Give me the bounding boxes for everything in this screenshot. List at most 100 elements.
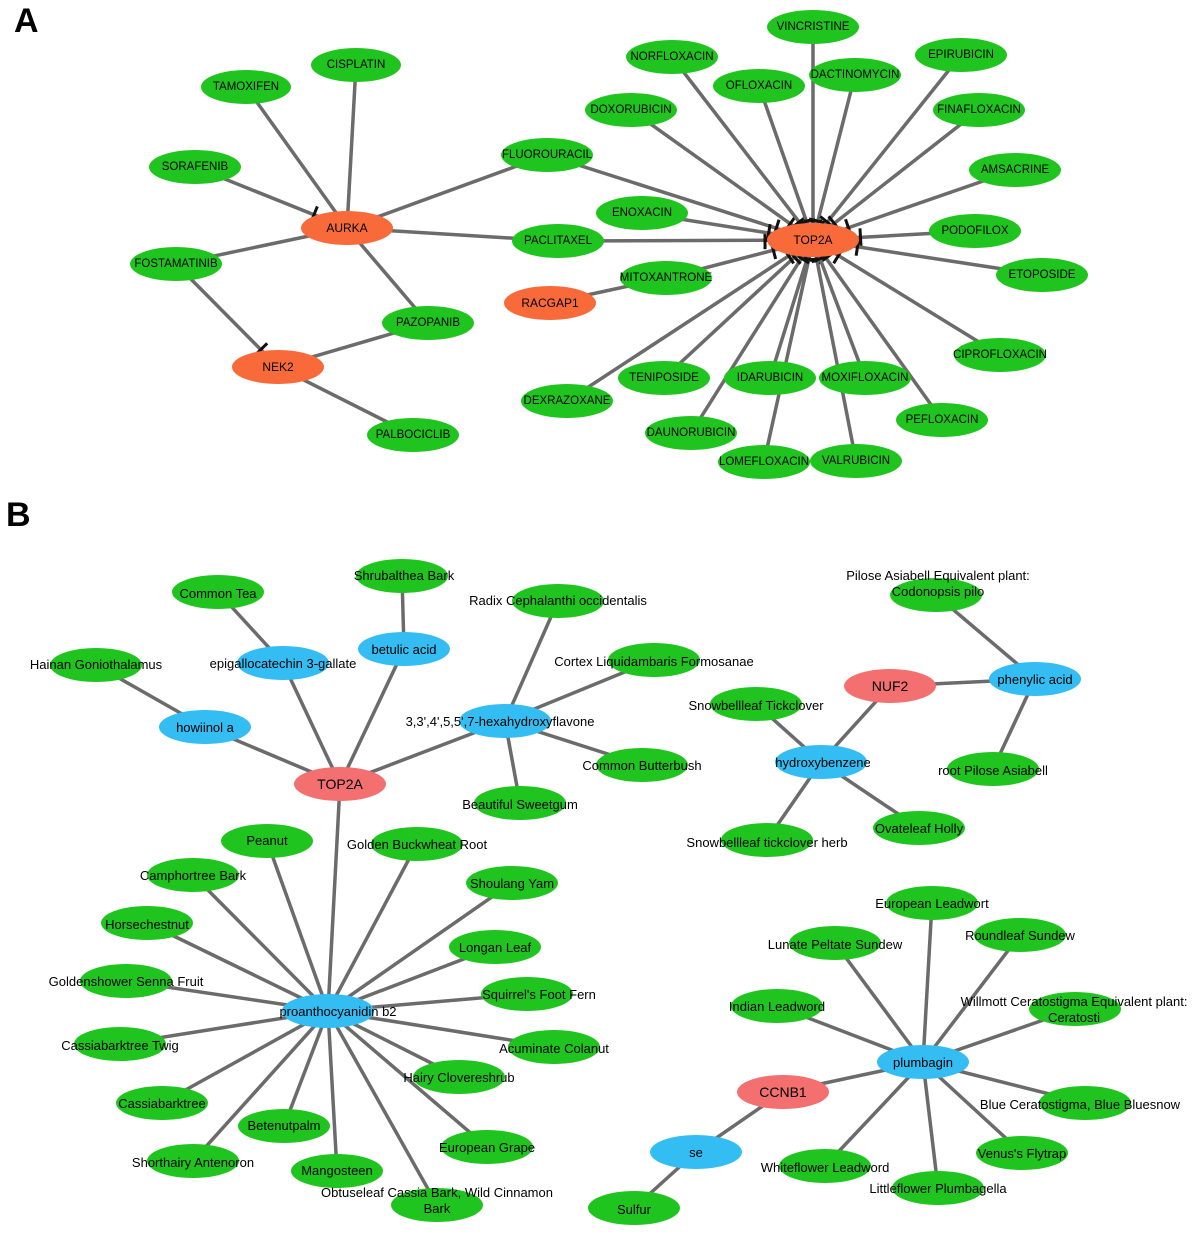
panel-b-node-label-betulic-acid: betulic acid — [371, 642, 436, 657]
panel-b-node-cortex-liquidambaris: Cortex Liquidambaris Formosanae — [554, 643, 753, 677]
panel-a-node-label-epirubicin: EPIRUBICIN — [928, 49, 994, 61]
panel-a-node-lomefloxacin: LOMEFLOXACIN — [718, 445, 810, 479]
panel-a-node-label-finafloxacin: FINAFLOXACIN — [937, 104, 1021, 116]
panel-b-node-label-venus: Venus's Flytrap — [978, 1146, 1066, 1161]
panel-b-node-label-hainan: Hainan Goniothalamus — [30, 657, 163, 672]
panel-a-edge-valrubicin-top2a — [813, 240, 856, 461]
panel-b-node-label-cortex-liquidambaris: Cortex Liquidambaris Formosanae — [554, 654, 753, 669]
panel-b-node-label-sulfur: Sulfur — [617, 1202, 652, 1217]
panel-a-node-label-racgap1: RACGAP1 — [521, 296, 579, 310]
panel-a-node-label-enoxacin: ENOXACIN — [612, 207, 672, 219]
panel-a-node-enoxacin: ENOXACIN — [596, 196, 688, 230]
panel-b-node-lunate: Lunate Peltate Sundew — [768, 926, 903, 960]
panel-b-node-roundleaf: Roundleaf Sundew — [965, 918, 1075, 952]
panel-b-node-ccnb1: CCNB1 — [737, 1075, 829, 1109]
panel-b-node-cassiabark-twig: Cassiabarktree Twig — [61, 1027, 179, 1061]
panel-b-edge-egcg-top2a — [283, 663, 340, 784]
panel-b-node-label-squirrel: Squirrel's Foot Fern — [482, 987, 596, 1002]
panel-a-node-label-mitoxantrone: MITOXANTRONE — [620, 272, 713, 284]
panel-a-node-doxorubicin: DOXORUBICIN — [585, 93, 677, 127]
panel-b-node-nuf2: NUF2 — [844, 669, 936, 703]
panel-b-node-label-peanut: Peanut — [246, 833, 288, 848]
panel-a-node-fluorouracil: FLUOROURACIL — [501, 138, 593, 172]
panel-b-node-label-common-butterbush: Common Butterbush — [582, 758, 701, 773]
panel-b-node-label-common-tea: Common Tea — [179, 586, 257, 601]
panel-a-node-moxifloxacin: MOXIFLOXACIN — [819, 361, 911, 395]
panel-b-node-goldenshower: Goldenshower Senna Fruit — [49, 964, 204, 998]
panel-b-node-willmott: Willmott Ceratostigma Equivalent plant:C… — [961, 992, 1188, 1026]
panel-a-node-label-doxorubicin: DOXORUBICIN — [590, 104, 671, 116]
panel-a-node-label-cisplatin: CISPLATIN — [327, 59, 386, 71]
panel-a-node-norfloxacin: NORFLOXACIN — [626, 40, 718, 74]
panel-a-node-pazopanib: PAZOPANIB — [382, 306, 474, 340]
panel-a-node-label-vincristine: VINCRISTINE — [777, 21, 850, 33]
panel-a-node-label-teniposide: TENIPOSIDE — [629, 372, 699, 384]
panel-b-node-label-cassiabarktree: Cassiabarktree — [118, 1096, 205, 1111]
panel-a-node-vincristine: VINCRISTINE — [767, 10, 859, 44]
panel-b-node-top2a: TOP2A — [294, 767, 386, 801]
panel-b-node-label-betenutpalm: Betenutpalm — [248, 1118, 321, 1133]
panel-a-node-dactinomycin: DACTINOMYCIN — [809, 58, 901, 92]
panel-b-node-sulfur: Sulfur — [588, 1191, 680, 1225]
panel-a-edge-lomefloxacin-top2a — [764, 240, 813, 462]
panel-b-node-squirrel: Squirrel's Foot Fern — [481, 977, 596, 1011]
panel-a-node-teniposide: TENIPOSIDE — [618, 361, 710, 395]
panel-b-node-root-pilose: root Pilose Asiabell — [938, 752, 1048, 786]
panel-b-node-snowbell-tick: Snowbellleaf Tickclover — [688, 687, 824, 721]
panel-b-label: B — [6, 496, 31, 535]
panel-a-node-label-aurka: AURKA — [326, 221, 367, 235]
panel-a-node-fostamatinib: FOSTAMATINIB — [130, 247, 222, 281]
panel-b-node-label-egcg: epigallocatechin 3-gallate — [210, 656, 357, 671]
panel-a-node-label-nek2: NEK2 — [262, 360, 294, 374]
panel-b-node-label-shorthairy: Shorthairy Antenoron — [132, 1155, 254, 1170]
panel-a-node-label-etoposide: ETOPOSIDE — [1009, 269, 1076, 281]
panel-b-node-shoulang: Shoulang Yam — [466, 866, 558, 900]
panel-a-node-label-lomefloxacin: LOMEFLOXACIN — [719, 456, 809, 468]
panel-b-node-label-indian-leadword: Indian Leadword — [729, 999, 825, 1014]
panel-a-node-label-idarubicin: IDARUBICIN — [737, 372, 803, 384]
panel-a-label: A — [14, 2, 39, 41]
panel-b-node-label-ccnb1: CCNB1 — [759, 1084, 807, 1100]
panel-b-node-hexahydroxyflavone: 3,3',4',5,5',7-hexahydroxyflavone — [406, 704, 595, 738]
panel-b-node-label-hairy: Hairy Clovereshrub — [403, 1070, 514, 1085]
panel-a-node-label-norfloxacin: NORFLOXACIN — [630, 51, 713, 63]
panel-b-node-label-howiinol-a: howiinol a — [176, 720, 235, 735]
panel-a-node-daunorubicin: DAUNORUBICIN — [645, 416, 737, 450]
panel-a-node-pefloxacin: PEFLOXACIN — [896, 403, 988, 437]
panel-b-node-label-ovateleaf: Ovateleaf Holly — [875, 821, 964, 836]
panel-b-node-label-proanthocyanidin-b2: proanthocyanidin b2 — [279, 1004, 396, 1019]
panel-b-node-plumbagin: plumbagin — [877, 1045, 969, 1079]
panel-b-node-label-phenylic-acid: phenylic acid — [997, 672, 1072, 687]
panel-b-node-horsechestnut: Horsechestnut — [101, 906, 193, 940]
panel-a-node-label-valrubicin: VALRUBICIN — [822, 455, 890, 467]
panel-a-node-label-palbociclib: PALBOCICLIB — [376, 429, 451, 441]
panel-b-node-pilose-equiv: Pilose Asiabell Equivalent plant:Codonop… — [846, 567, 1030, 612]
panel-a-node-label-fluorouracil: FLUOROURACIL — [502, 149, 593, 161]
panel-b-node-shrubalthea: Shrubalthea Bark — [354, 559, 455, 593]
panel-b-node-label-whiteflower: Whiteflower Leadword — [761, 1160, 890, 1175]
panel-a-edge-cisplatin-aurka — [347, 65, 356, 228]
panel-b-node-label-lunate: Lunate Peltate Sundew — [768, 937, 903, 952]
panel-b-node-label-radix-cephalanthi: Radix Cephalanthi occidentalis — [469, 593, 647, 608]
panel-b-node-label-root-pilose: root Pilose Asiabell — [938, 763, 1048, 778]
panel-a-node-tamoxifen: TAMOXIFEN — [201, 70, 291, 104]
panel-b-node-howiinol-a: howiinol a — [159, 710, 251, 744]
panel-b-node-label-nuf2: NUF2 — [872, 678, 909, 694]
panel-b-node-label-hydroxybenzene: hydroxybenzene — [775, 755, 870, 770]
panel-b-node-label-european-leadwort: European Leadwort — [875, 896, 989, 911]
panel-b-node-label-snowbell-herb: Snowbellleaf tickclover herb — [686, 835, 847, 850]
panel-b-node-label-european-grape: European Grape — [439, 1140, 535, 1155]
panel-b-node-label-snowbell-tick: Snowbellleaf Tickclover — [688, 698, 824, 713]
panel-b-node-betenutpalm: Betenutpalm — [238, 1109, 330, 1143]
panel-b-node-label-horsechestnut: Horsechestnut — [105, 917, 189, 932]
panel-b-node-label-willmott: Willmott Ceratostigma Equivalent plant:C… — [961, 993, 1188, 1024]
panel-b-node-acuminate: Acuminate Colanut — [499, 1030, 609, 1064]
panel-b-node-label-pilose-equiv: Pilose Asiabell Equivalent plant:Codonop… — [846, 567, 1030, 598]
panel-b-node-label-beautiful-sweetgum: Beautiful Sweetgum — [462, 797, 578, 812]
panel-b-node-label-shoulang: Shoulang Yam — [470, 876, 554, 891]
panel-a-node-label-top2a: TOP2A — [793, 233, 832, 247]
panel-b-node-common-tea: Common Tea — [172, 575, 264, 609]
